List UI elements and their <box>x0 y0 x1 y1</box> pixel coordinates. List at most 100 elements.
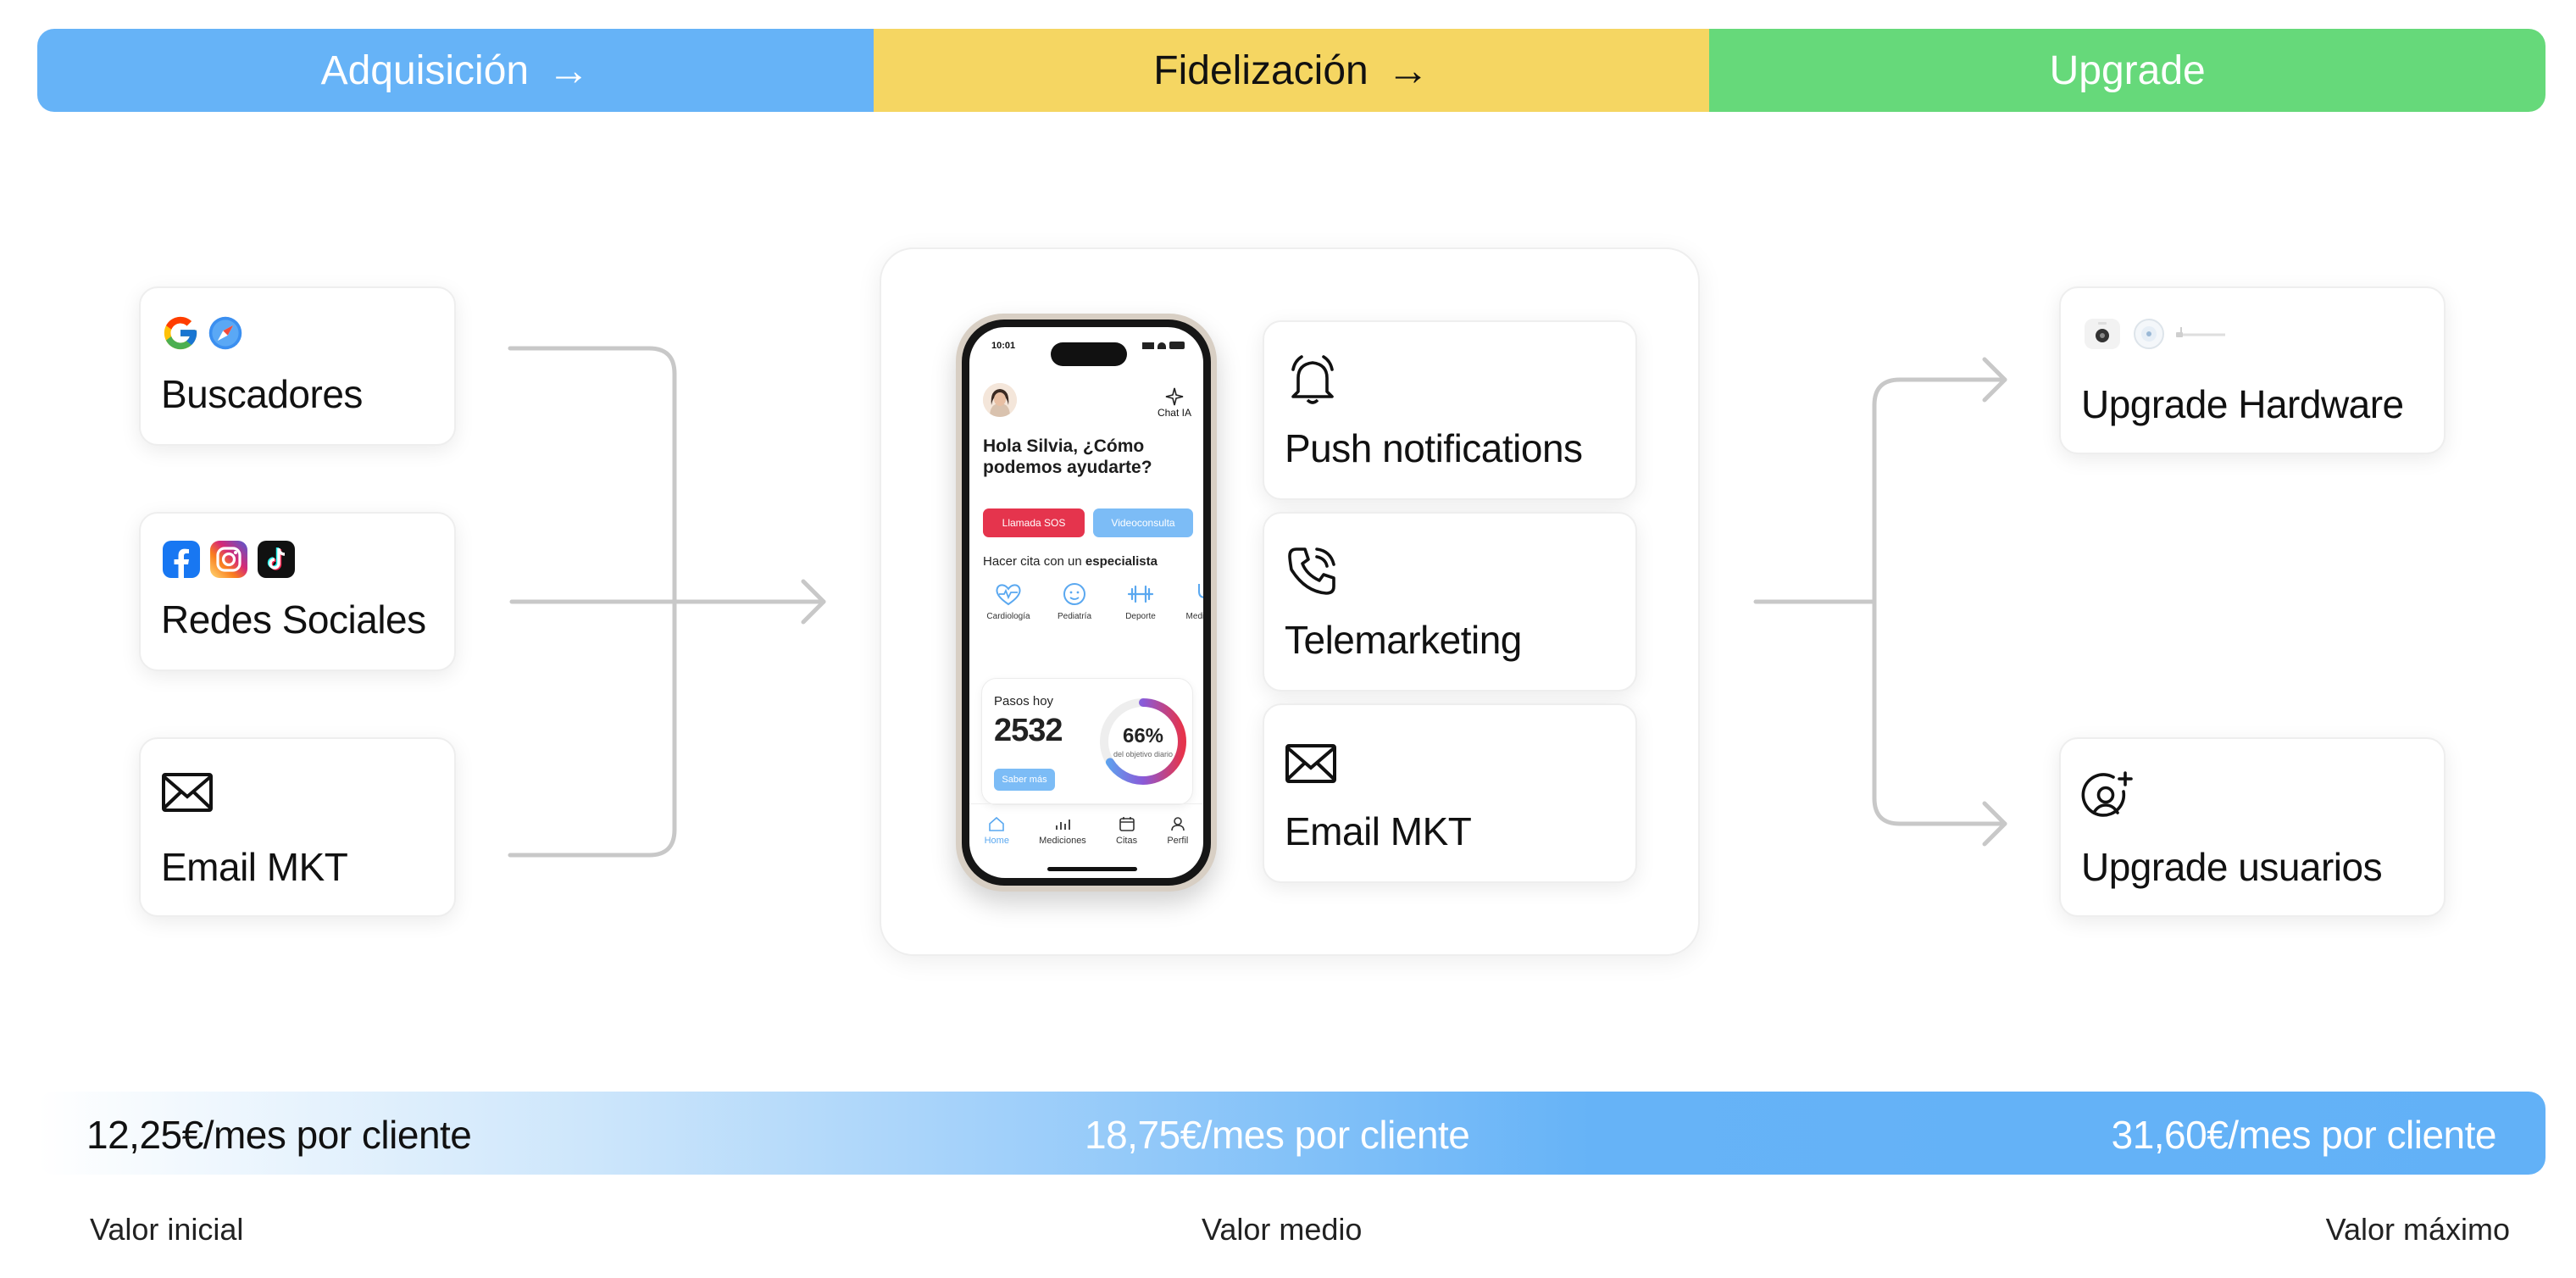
caption-initial: Valor inicial <box>90 1212 244 1247</box>
specialist-categories: Cardiología Pediatría Deporte <box>978 581 1203 621</box>
buscadores-label: Buscadores <box>161 372 363 416</box>
card-push-notifications: Push notifications <box>1263 320 1637 500</box>
user-icon <box>1171 817 1185 831</box>
home-indicator <box>1047 867 1137 871</box>
sos-call-button[interactable]: Llamada SOS <box>983 508 1085 537</box>
stage-banner: Adquisición → Fidelización → Upgrade <box>37 29 2545 112</box>
connector-right-bracket <box>1872 377 2007 826</box>
phone-tab-bar: Home Mediciones Citas Perfil <box>969 803 1203 878</box>
card-buscadores: Buscadores <box>139 286 456 446</box>
connector-left-bracket <box>508 346 677 858</box>
value-max: 31,60€/mes por cliente <box>2111 1113 2497 1157</box>
envelope-icon <box>162 773 213 812</box>
steps-label: Pasos hoy <box>994 694 1054 708</box>
heart-icon <box>996 584 1021 606</box>
ring-progress <box>1100 698 1186 785</box>
sparkle-icon <box>1165 387 1184 406</box>
card-upgrade-hardware: Upgrade Hardware <box>2059 286 2446 454</box>
arrow-right-icon: → <box>1386 47 1430 94</box>
phone-bezel: 10:01 Chat IA Hola Silvi <box>962 320 1211 886</box>
stethoscope-icon <box>1198 584 1203 598</box>
telemarketing-label: Telemarketing <box>1285 618 1522 662</box>
email-mkt-retention-label: Email MKT <box>1285 809 1472 853</box>
category-medicina-interna[interactable]: Medic inter <box>1176 581 1203 621</box>
tab-perfil[interactable]: Perfil <box>1167 816 1188 878</box>
status-time: 10:01 <box>991 341 1016 351</box>
safari-icon <box>208 316 242 350</box>
email-mkt-label: Email MKT <box>161 845 348 889</box>
bell-icon <box>1291 355 1334 404</box>
email-icons <box>161 771 214 814</box>
phone-mockup: 10:01 Chat IA Hola Silvi <box>956 314 1217 892</box>
card-upgrade-usuarios: Upgrade usuarios <box>2059 737 2446 917</box>
chart-icon <box>1056 820 1070 830</box>
card-email-mkt-retention: Email MKT <box>1263 703 1637 883</box>
stage-fidelizacion-label: Fidelización <box>1153 47 1368 93</box>
category-pediatria[interactable]: Pediatría <box>1044 581 1105 621</box>
caption-medium: Valor medio <box>1202 1212 1363 1247</box>
instagram-icon <box>210 541 247 578</box>
arrow-right-icon: → <box>547 47 591 94</box>
facebook-icon <box>163 541 200 578</box>
steps-card: Pasos hoy 2532 Saber más 66% del ob <box>981 678 1193 805</box>
dumbbell-icon <box>1127 585 1154 603</box>
stage-adquisicion: Adquisición → <box>37 29 874 112</box>
dynamic-island <box>1051 342 1127 366</box>
tab-home[interactable]: Home <box>985 816 1009 878</box>
arrowhead-users-icon <box>1982 801 2007 847</box>
appointment-heading: Hacer cita con un especialista <box>983 554 1158 569</box>
home-icon <box>989 816 1005 831</box>
upgrade-usuarios-label: Upgrade usuarios <box>2081 845 2383 889</box>
category-deporte[interactable]: Deporte <box>1110 581 1171 621</box>
appointment-bold: especialista <box>1085 554 1158 569</box>
search-icons <box>161 314 244 353</box>
value-medium: 18,75€/mes por cliente <box>1085 1113 1470 1157</box>
goal-sub: del objetivo diario <box>1113 750 1174 758</box>
camera-device-icon <box>2085 319 2120 349</box>
upgrade-hardware-label: Upgrade Hardware <box>2081 382 2404 426</box>
tiktok-icon <box>258 541 295 578</box>
customer-value-bar: 12,25€/mes por cliente 18,75€/mes por cl… <box>37 1092 2545 1175</box>
calendar-icon <box>1119 817 1135 831</box>
greeting: Hola Silvia, ¿Cómo podemos ayudarte? <box>983 436 1152 477</box>
status-icons <box>1142 342 1185 349</box>
stage-upgrade: Upgrade <box>1709 29 2545 112</box>
steps-value: 2532 <box>994 713 1063 748</box>
sensor-device-icon <box>2134 319 2164 349</box>
value-initial: 12,25€/mes por cliente <box>86 1113 472 1157</box>
appointment-prefix: Hacer cita con un <box>983 554 1085 569</box>
cable-icon <box>2176 327 2225 337</box>
wifi-icon <box>1158 342 1166 349</box>
social-icons <box>161 539 297 580</box>
push-notifications-label: Push notifications <box>1285 426 1583 470</box>
battery-icon <box>1169 342 1185 349</box>
avatar-woman-icon <box>983 383 1017 417</box>
chat-ia-label: Chat IA <box>1157 407 1191 419</box>
goal-percent: 66% <box>1122 725 1164 747</box>
card-email-mkt-acquisition: Email MKT <box>139 737 456 917</box>
category-cardiologia[interactable]: Cardiología <box>978 581 1039 621</box>
envelope-icon <box>1285 744 1336 783</box>
baby-face-icon <box>1063 583 1085 605</box>
saber-mas-button[interactable]: Saber más <box>994 769 1055 791</box>
stage-fidelizacion: Fidelización → <box>873 29 1710 112</box>
chat-ia-button[interactable]: Chat IA <box>1158 386 1191 419</box>
hardware-icons <box>2081 315 2229 353</box>
caption-max: Valor máximo <box>2325 1212 2510 1247</box>
card-redes-sociales: Redes Sociales <box>139 512 456 671</box>
card-telemarketing: Telemarketing <box>1263 512 1637 692</box>
tab-citas[interactable]: Citas <box>1116 816 1137 878</box>
videoconsulta-button[interactable]: Videoconsulta <box>1093 508 1193 537</box>
goal-progress-ring <box>1100 698 1186 785</box>
signal-icon <box>1142 342 1154 349</box>
phone-icon <box>1288 547 1335 595</box>
arrowhead-left-icon <box>801 579 826 625</box>
tab-mediciones[interactable]: Mediciones <box>1039 816 1086 878</box>
stage-upgrade-label: Upgrade <box>2049 47 2206 93</box>
avatar[interactable] <box>983 383 1017 417</box>
redes-sociales-label: Redes Sociales <box>161 597 426 642</box>
google-icon <box>164 316 197 350</box>
phone-screen: 10:01 Chat IA Hola Silvi <box>969 327 1203 878</box>
add-user-icon <box>2081 771 2133 817</box>
stage-adquisicion-label: Adquisición <box>320 47 530 93</box>
